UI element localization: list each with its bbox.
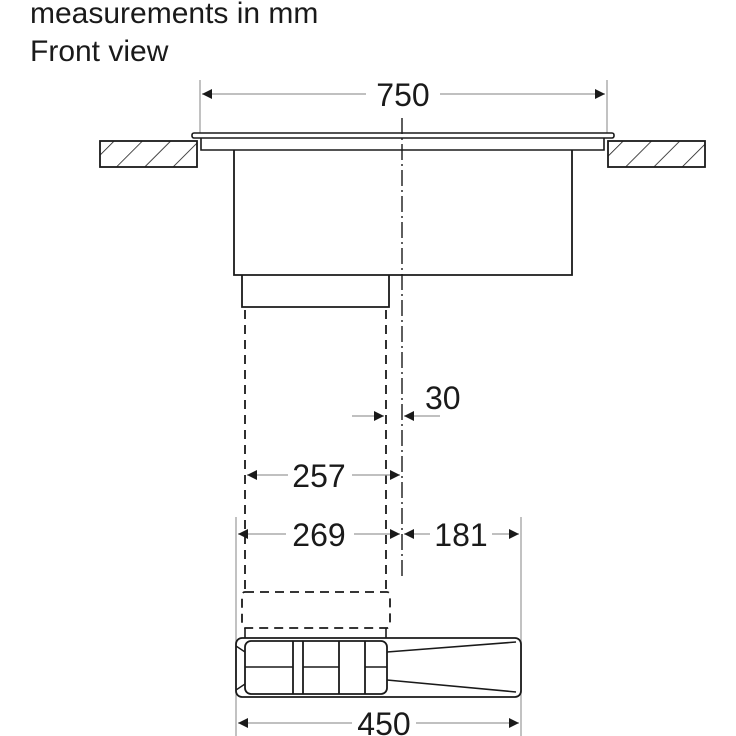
dim-450-label: 450 [357, 706, 410, 736]
cooktop-body [233, 150, 573, 276]
dim-269-label: 269 [292, 517, 345, 553]
dimension-left-to-center: 269 [238, 517, 400, 553]
dim-750-label: 750 [376, 77, 429, 113]
dimension-unit-width: 450 [238, 706, 519, 736]
dimension-offset: 30 [352, 380, 461, 421]
plinth-fan-unit [235, 637, 522, 698]
countertop-right [607, 140, 706, 168]
countertop-left [99, 140, 198, 168]
dim-257-label: 257 [292, 458, 345, 494]
dimension-center-to-right: 181 [404, 517, 519, 553]
dimension-duct-width: 257 [247, 458, 400, 494]
dimension-overall-width: 750 [202, 77, 605, 113]
fan-housing [241, 275, 390, 308]
view-label: Front view [30, 35, 169, 68]
optional-duct-box [241, 591, 391, 629]
cooktop-glass [191, 132, 615, 139]
dim-181-label: 181 [434, 517, 487, 553]
units-label: measurements in mm [30, 0, 319, 30]
dim-30-label: 30 [425, 380, 461, 416]
